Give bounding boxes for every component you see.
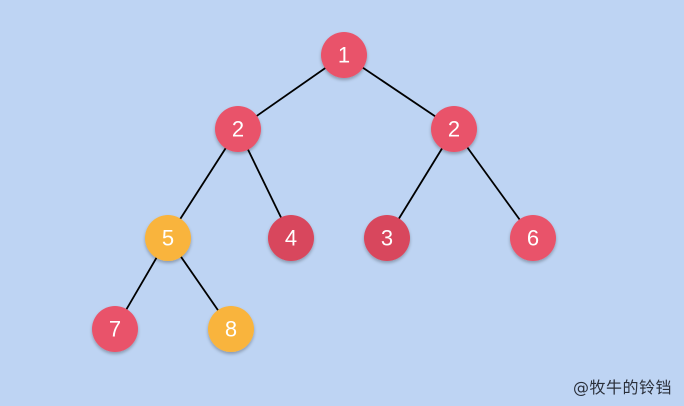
tree-node-n2a: 2 [215,106,261,152]
tree-node-n6: 6 [510,215,556,261]
node-label: 6 [527,226,539,251]
node-circle [215,106,261,152]
tree-node-n8: 8 [208,306,254,352]
node-label: 1 [338,43,350,68]
node-label: 2 [232,117,244,142]
node-circle [364,215,410,261]
node-circle [431,106,477,152]
node-label: 3 [381,226,393,251]
node-circle [268,215,314,261]
node-label: 2 [448,117,460,142]
node-label: 8 [225,317,237,342]
tree-node-n5: 5 [145,215,191,261]
node-label: 5 [162,226,174,251]
node-label: 7 [109,317,121,342]
watermark: @牧牛的铃铛 [572,378,672,397]
tree-nodes: 1 2 2 5 4 3 6 7 8 [92,32,556,352]
tree-node-n2b: 2 [431,106,477,152]
node-label: 4 [285,226,297,251]
node-circle [145,215,191,261]
node-circle [208,306,254,352]
node-circle [321,32,367,78]
tree-edges [114,54,534,330]
tree-node-n3: 3 [364,215,410,261]
node-circle [92,306,138,352]
tree-node-n4: 4 [268,215,314,261]
node-circle [510,215,556,261]
tree-node-n7: 7 [92,306,138,352]
tree-node-n1: 1 [321,32,367,78]
